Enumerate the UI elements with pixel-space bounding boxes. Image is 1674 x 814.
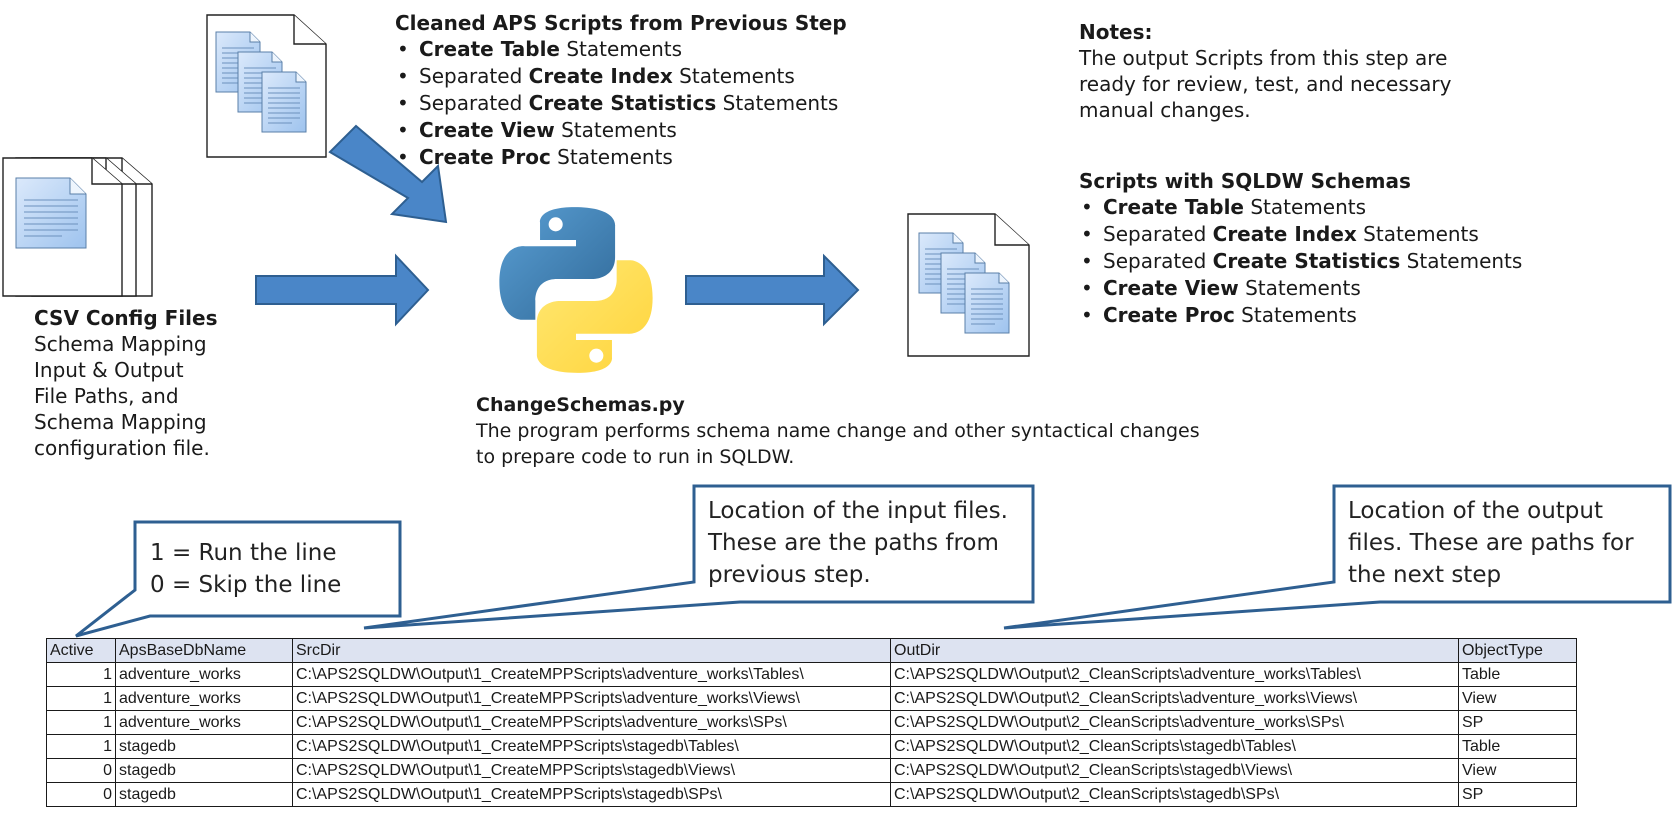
list-item: Create View Statements: [395, 117, 847, 144]
out-dir-cell: C:\APS2SQLDW\Output\2_CleanScripts\stage…: [890, 758, 1459, 783]
object-type-cell: View: [1458, 758, 1577, 783]
src-dir-cell: C:\APS2SQLDW\Output\1_CreateMPPScripts\s…: [292, 758, 891, 783]
column-header-outdir: OutDir: [890, 638, 1459, 663]
column-header-apsbasedbname: ApsBaseDbName: [115, 638, 293, 663]
input-callout-line: Location of the input files.: [708, 498, 1008, 524]
object-type-cell: Table: [1458, 734, 1577, 759]
src-dir-cell: C:\APS2SQLDW\Output\1_CreateMPPScripts\a…: [292, 710, 891, 735]
src-dir-cell: C:\APS2SQLDW\Output\1_CreateMPPScripts\s…: [292, 782, 891, 807]
out-dir-cell: C:\APS2SQLDW\Output\2_CleanScripts\adven…: [890, 686, 1459, 711]
out-dir-cell: C:\APS2SQLDW\Output\2_CleanScripts\adven…: [890, 662, 1459, 687]
input-scripts-list: Create Table Statements Separated Create…: [395, 36, 847, 171]
output-scripts-documents-icon: [907, 213, 1031, 357]
out-dir-cell: C:\APS2SQLDW\Output\2_CleanScripts\stage…: [890, 734, 1459, 759]
list-item: Separated Create Statistics Statements: [1079, 248, 1522, 275]
input-scripts-heading: Cleaned APS Scripts from Previous Step: [395, 11, 847, 35]
output-callout-line: Location of the output: [1348, 498, 1603, 524]
src-dir-cell: C:\APS2SQLDW\Output\1_CreateMPPScripts\a…: [292, 662, 891, 687]
object-type-cell: SP: [1458, 782, 1577, 807]
list-item: Create View Statements: [1079, 275, 1522, 302]
output-callout-shape: [1003, 484, 1672, 630]
out-dir-cell: C:\APS2SQLDW\Output\2_CleanScripts\adven…: [890, 710, 1459, 735]
table-row: 1 adventure_works C:\APS2SQLDW\Output\1_…: [46, 710, 1577, 735]
csv-config-block: CSV Config Files Schema Mapping Input & …: [34, 305, 218, 461]
list-item: Create Table Statements: [1079, 194, 1522, 221]
output-scripts-heading: Scripts with SQLDW Schemas: [1079, 169, 1411, 193]
program-block: ChangeSchemas.py The program performs sc…: [476, 392, 1200, 470]
output-scripts-list: Create Table Statements Separated Create…: [1079, 194, 1522, 329]
src-dir-cell: C:\APS2SQLDW\Output\1_CreateMPPScripts\a…: [292, 686, 891, 711]
table-row: 0 stagedb C:\APS2SQLDW\Output\1_CreateMP…: [46, 758, 1577, 783]
src-dir-cell: C:\APS2SQLDW\Output\1_CreateMPPScripts\s…: [292, 734, 891, 759]
python-logo-icon: [490, 204, 662, 380]
column-header-objecttype: ObjectType: [1458, 638, 1577, 663]
db-name-cell: stagedb: [115, 734, 293, 759]
input-callout-shape: [363, 484, 1035, 630]
active-cell: 0: [46, 782, 116, 807]
list-item: Create Proc Statements: [395, 144, 847, 171]
output-scripts-block: Scripts with SQLDW Schemas Create Table …: [1079, 168, 1522, 329]
active-callout-line: 0 = Skip the line: [150, 572, 342, 598]
csv-config-documents-icon: [2, 156, 154, 298]
db-name-cell: stagedb: [115, 782, 293, 807]
input-callout-line: previous step.: [708, 562, 871, 588]
notes-heading: Notes:: [1079, 20, 1153, 44]
active-cell: 1: [46, 686, 116, 711]
right-flow-arrow-icon: [685, 253, 860, 327]
column-header-active: Active: [46, 638, 116, 663]
list-item: Create Proc Statements: [1079, 302, 1522, 329]
left-flow-arrow-icon: [255, 253, 430, 327]
active-cell: 1: [46, 662, 116, 687]
list-item: Separated Create Index Statements: [1079, 221, 1522, 248]
csv-config-line: configuration file.: [34, 436, 210, 460]
active-cell: 1: [46, 734, 116, 759]
input-scripts-documents-icon: [206, 14, 328, 158]
csv-config-line: Input & Output: [34, 358, 184, 382]
table-row: 0 stagedb C:\APS2SQLDW\Output\1_CreateMP…: [46, 782, 1577, 807]
output-callout-line: the next step: [1348, 562, 1502, 588]
active-callout-shape: [75, 520, 402, 638]
object-type-cell: Table: [1458, 662, 1577, 687]
program-description-line: The program performs schema name change …: [476, 420, 1200, 442]
program-description-line: to prepare code to run in SQLDW.: [476, 446, 795, 468]
list-item: Create Table Statements: [395, 36, 847, 63]
table-row: 1 adventure_works C:\APS2SQLDW\Output\1_…: [46, 662, 1577, 687]
table-row: 1 stagedb C:\APS2SQLDW\Output\1_CreateMP…: [46, 734, 1577, 759]
csv-config-line: File Paths, and: [34, 384, 179, 408]
object-type-cell: SP: [1458, 710, 1577, 735]
list-item: Separated Create Index Statements: [395, 63, 847, 90]
program-name: ChangeSchemas.py: [476, 394, 685, 416]
object-type-cell: View: [1458, 686, 1577, 711]
table-header-row: Active ApsBaseDbName SrcDir OutDir Objec…: [46, 638, 1577, 663]
csv-config-line: Schema Mapping: [34, 332, 207, 356]
input-callout-line: These are the paths from: [708, 530, 999, 556]
notes-line: manual changes.: [1079, 98, 1251, 122]
input-scripts-block: Cleaned APS Scripts from Previous Step C…: [395, 10, 847, 171]
active-callout-line: 1 = Run the line: [150, 540, 337, 566]
table-row: 1 adventure_works C:\APS2SQLDW\Output\1_…: [46, 686, 1577, 711]
db-name-cell: adventure_works: [115, 662, 293, 687]
input-callout: Location of the input files. These are t…: [708, 495, 1008, 591]
list-item: Separated Create Statistics Statements: [395, 90, 847, 117]
output-callout: Location of the output files. These are …: [1348, 495, 1634, 591]
diagonal-flow-arrow-icon: [328, 124, 448, 224]
notes-block: Notes: The output Scripts from this step…: [1079, 19, 1452, 123]
notes-line: ready for review, test, and necessary: [1079, 72, 1452, 96]
output-callout-line: files. These are paths for: [1348, 530, 1634, 556]
out-dir-cell: C:\APS2SQLDW\Output\2_CleanScripts\stage…: [890, 782, 1459, 807]
column-header-srcdir: SrcDir: [292, 638, 891, 663]
db-name-cell: stagedb: [115, 758, 293, 783]
config-table: Active ApsBaseDbName SrcDir OutDir Objec…: [46, 638, 1577, 807]
active-cell: 1: [46, 710, 116, 735]
db-name-cell: adventure_works: [115, 710, 293, 735]
notes-line: The output Scripts from this step are: [1079, 46, 1448, 70]
active-callout: 1 = Run the line 0 = Skip the line: [150, 537, 341, 601]
active-cell: 0: [46, 758, 116, 783]
csv-config-heading: CSV Config Files: [34, 306, 218, 330]
csv-config-line: Schema Mapping: [34, 410, 207, 434]
db-name-cell: adventure_works: [115, 686, 293, 711]
